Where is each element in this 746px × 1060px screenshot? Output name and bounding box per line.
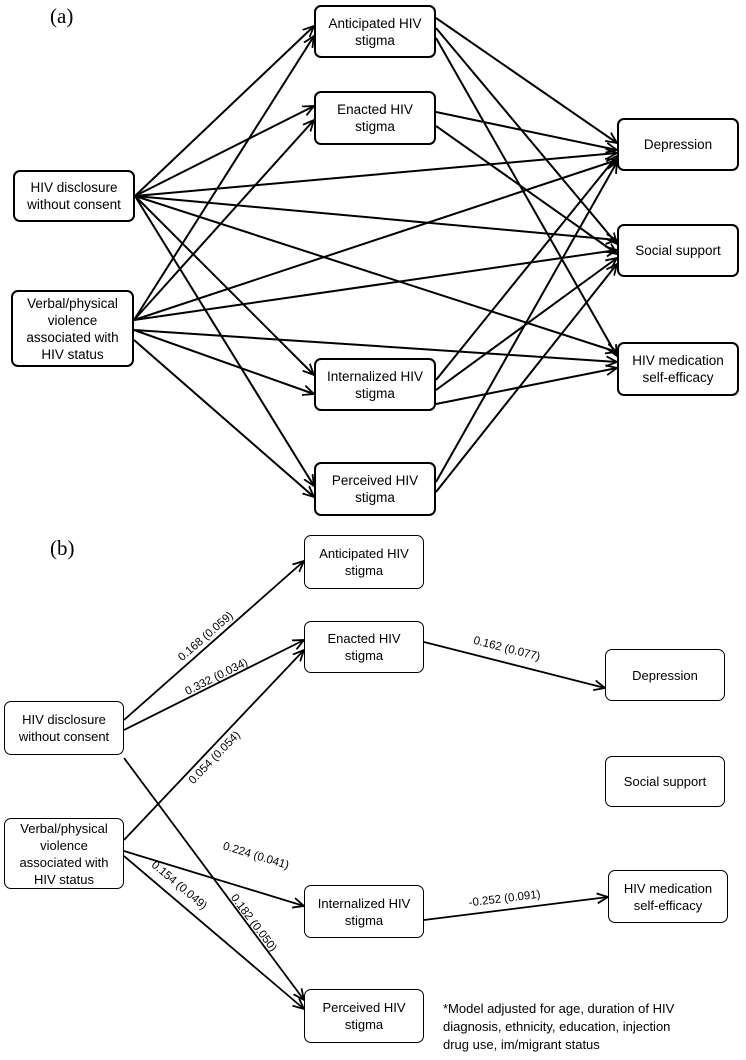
b-path-arrow-2 xyxy=(123,640,304,731)
b-node-enacted: Enacted HIV stigma xyxy=(304,621,424,673)
a-path-arrow-13 xyxy=(133,329,314,394)
b-node-anticipated: Anticipated HIV stigma xyxy=(304,535,424,589)
a-node-violence: Verbal/physical violence associated with… xyxy=(11,290,134,367)
b-node-internalized: Internalized HIV stigma xyxy=(304,885,424,938)
a-path-arrow-6 xyxy=(134,195,314,375)
b-path-arrow-7 xyxy=(123,757,304,1000)
a-node-anticipated: Anticipated HIV stigma xyxy=(314,5,436,58)
b-path-arrow-4 xyxy=(423,641,605,688)
a-path-arrow-19 xyxy=(435,125,617,254)
a-path-arrow-3 xyxy=(134,153,617,197)
a-path-arrow-10 xyxy=(133,160,617,321)
a-path-arrow-11 xyxy=(133,250,617,321)
a-path-arrow-12 xyxy=(133,329,617,362)
a-path-arrow-4 xyxy=(134,195,617,240)
a-node-selfefficacy: HIV medication self-efficacy xyxy=(617,342,739,396)
b-path-coefficient-label: 0.224 (0.041) xyxy=(221,840,290,872)
a-path-arrow-1 xyxy=(134,26,314,197)
b-path-arrow-1 xyxy=(123,561,304,721)
a-path-arrow-22 xyxy=(435,368,617,405)
a-path-arrow-8 xyxy=(133,36,314,321)
b-node-selfefficacy: HIV medication self-efficacy xyxy=(608,870,728,923)
b-node-social: Social support xyxy=(605,756,725,807)
a-path-arrow-7 xyxy=(134,195,314,486)
panel-b-label: (b) xyxy=(50,536,75,560)
b-path-coefficient-label: 0.168 (0.059) xyxy=(176,610,236,664)
a-path-arrow-5 xyxy=(134,195,617,352)
b-path-coefficient-label: 0.054 (0.054) xyxy=(187,729,243,787)
b-path-arrow-8 xyxy=(423,897,608,921)
b-node-depression: Depression xyxy=(605,649,725,701)
a-node-perceived: Perceived HIV stigma xyxy=(314,462,436,516)
model-footnote: *Model adjusted for age, duration of HIV… xyxy=(443,1001,675,1052)
a-path-arrow-16 xyxy=(435,27,617,244)
b-path-coefficient-label: 0.162 (0.077) xyxy=(472,635,541,664)
a-path-arrow-24 xyxy=(435,264,617,493)
a-node-enacted: Enacted HIV stigma xyxy=(314,91,436,145)
a-path-arrow-9 xyxy=(133,120,314,321)
b-node-disclosure: HIV disclosure without consent xyxy=(4,701,124,755)
b-path-arrow-6 xyxy=(123,855,304,1009)
a-path-arrow-23 xyxy=(435,162,617,483)
a-path-arrow-2 xyxy=(134,106,314,197)
a-node-social: Social support xyxy=(617,224,739,277)
a-path-arrow-14 xyxy=(133,339,314,497)
a-node-depression: Depression xyxy=(617,118,739,171)
b-node-perceived: Perceived HIV stigma xyxy=(304,989,424,1043)
b-path-arrow-3 xyxy=(123,650,304,841)
a-path-arrow-20 xyxy=(435,156,617,381)
a-path-arrow-18 xyxy=(435,111,617,150)
b-path-coefficient-label: 0.182 (0.050) xyxy=(228,892,279,954)
a-path-arrow-17 xyxy=(435,37,617,356)
a-node-internalized: Internalized HIV stigma xyxy=(314,358,436,411)
panel-a-label: (a) xyxy=(50,4,74,28)
a-node-disclosure: HIV disclosure without consent xyxy=(13,170,135,222)
a-path-arrow-15 xyxy=(435,17,617,143)
b-path-coefficient-label: 0.332 (0.034) xyxy=(183,657,250,698)
b-node-violence: Verbal/physical violence associated with… xyxy=(4,818,124,889)
